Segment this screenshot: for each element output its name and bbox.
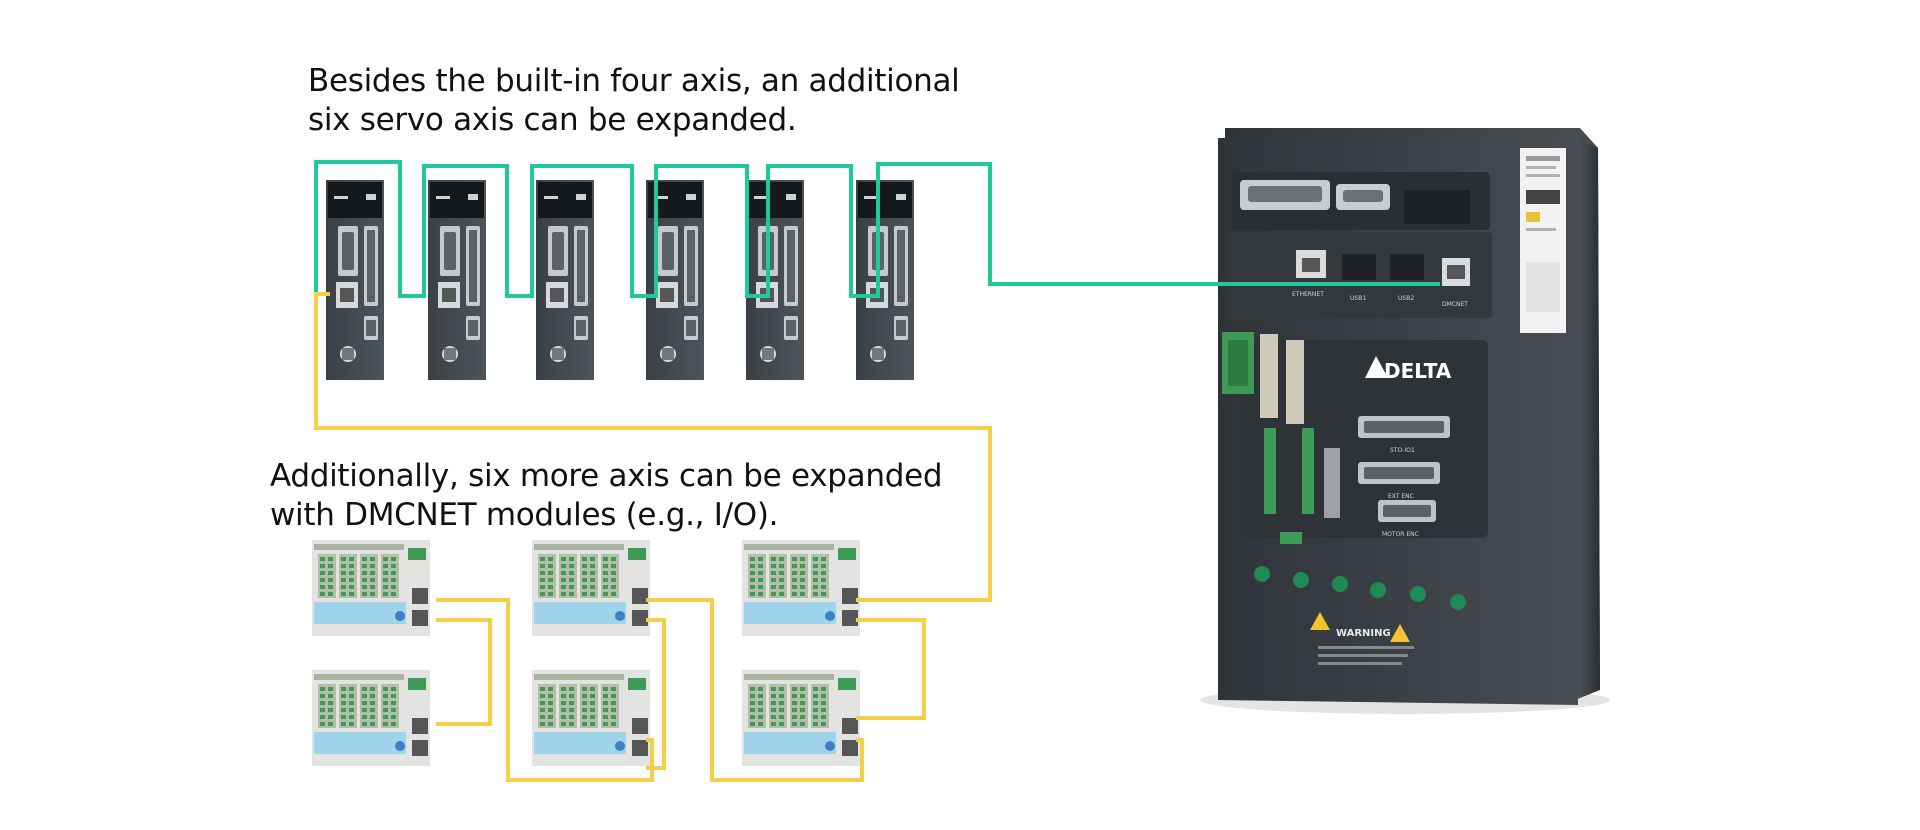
dmcnet-io-cable-main [314, 292, 992, 602]
sto-io1-label: STO-IO1 [1390, 447, 1415, 454]
dmcnet-io-module [532, 540, 650, 636]
dmcnet-servo-cable [314, 160, 1440, 298]
servo-drive [746, 180, 804, 380]
servo-drive [536, 180, 594, 380]
usb2-label: USB2 [1398, 295, 1414, 302]
ethernet-label: ETHERNET [1292, 291, 1324, 298]
dmcnet-io-module [312, 540, 430, 636]
dmcnet-label: DMCNET [1442, 301, 1468, 308]
motion-controller: ETHERNET USB1 USB2 DMCNET DELTA STO-IO1 … [1200, 128, 1610, 714]
dmcnet-io-module-grid [312, 540, 860, 766]
servo-caption-line-2: six servo axis can be expanded. [308, 102, 797, 138]
servo-caption-line-1: Besides the built-in four axis, an addit… [308, 63, 960, 99]
usb1-port [1342, 254, 1376, 280]
delta-logo: DELTA [1384, 359, 1452, 383]
dmcnet-io-cable-left-pair [436, 618, 492, 726]
dmcnet-io-module [312, 670, 430, 766]
status-led-row [1254, 566, 1466, 610]
dmcnet-io-module [532, 670, 650, 766]
dmcnet-io-cable-right-pair [856, 618, 926, 720]
dmcnet-caption-line-2: with DMCNET modules (e.g., I/O). [270, 497, 779, 533]
servo-drive-row [326, 180, 914, 380]
dmcnet-io-module [742, 670, 860, 766]
servo-drive [326, 180, 384, 380]
warning-icon [1310, 612, 1410, 642]
ext-enc-label: EXT ENC [1388, 493, 1414, 500]
display-window [1404, 190, 1470, 224]
usb2-port [1390, 254, 1424, 280]
warning-label: WARNING [1336, 628, 1391, 639]
dmcnet-io-cable-mid-pair [646, 618, 666, 770]
dmcnet-caption-line-1: Additionally, six more axis can be expan… [270, 458, 943, 494]
rating-label [1520, 148, 1566, 333]
servo-expansion-caption: Besides the built-in four axis, an addit… [308, 62, 960, 140]
dmcnet-io-cable-mid-to-right [646, 598, 864, 782]
usb1-label: USB1 [1350, 295, 1366, 302]
servo-drive [428, 180, 486, 380]
dmcnet-expansion-caption: Additionally, six more axis can be expan… [270, 457, 943, 535]
servo-drive [856, 180, 914, 380]
dmcnet-io-module [742, 540, 860, 636]
motor-enc-label: MOTOR ENC [1382, 531, 1419, 538]
dmcnet-io-cable-left-to-mid [436, 598, 654, 782]
